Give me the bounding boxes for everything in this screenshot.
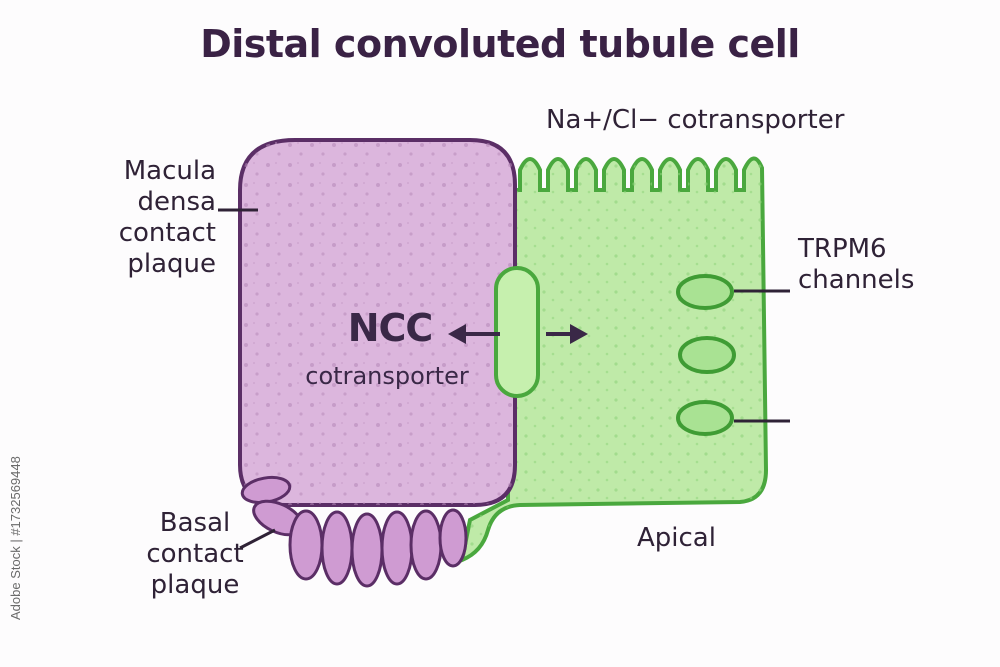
label-line: contact bbox=[118, 218, 216, 248]
label-line: channels bbox=[798, 265, 915, 295]
basal-lobe bbox=[350, 512, 384, 588]
label-na-cl-cotransporter: Na+/Cl− cotransporter bbox=[546, 105, 845, 135]
label-line: Macula bbox=[123, 156, 216, 186]
label-line: TRPM6 bbox=[798, 234, 887, 264]
basal-plaque bbox=[240, 475, 468, 588]
diagram-title: Distal convoluted tubule cell bbox=[200, 22, 800, 66]
label-apical: Apical bbox=[637, 523, 716, 553]
arrow-right-head bbox=[570, 324, 588, 344]
label-ncc: NCC bbox=[347, 306, 434, 350]
label-trpm6-channels: TRPM6 channels bbox=[798, 234, 914, 296]
label-line: plaque bbox=[150, 570, 240, 600]
label-line: Basal bbox=[159, 508, 231, 538]
trpm6-channel bbox=[676, 400, 734, 436]
label-line: contact bbox=[146, 539, 244, 569]
basal-leader bbox=[239, 528, 276, 550]
basal-lobe bbox=[320, 510, 354, 586]
arrow-left-head bbox=[448, 324, 466, 344]
ncc-arrows bbox=[448, 324, 588, 344]
label-line: plaque bbox=[127, 249, 216, 279]
watermark-text: Adobe Stock | #1732569448 bbox=[8, 456, 23, 620]
label-ncc-cotransporter: cotransporter bbox=[305, 362, 469, 390]
ncc-channel bbox=[494, 266, 540, 398]
trpm6-channels bbox=[676, 274, 736, 436]
green-cell bbox=[459, 156, 769, 564]
basal-lobe bbox=[380, 510, 414, 586]
trpm6-channel bbox=[676, 274, 734, 310]
basal-lobe bbox=[438, 508, 468, 568]
basal-lobe bbox=[409, 509, 443, 581]
basal-lobe bbox=[288, 509, 324, 581]
label-macula-densa: Macula densa contact plaque bbox=[60, 156, 216, 280]
purple-cell bbox=[238, 138, 517, 507]
label-basal-contact-plaque: Basal contact plaque bbox=[120, 508, 270, 601]
label-line: densa bbox=[137, 187, 216, 217]
trpm6-channel bbox=[678, 336, 736, 374]
